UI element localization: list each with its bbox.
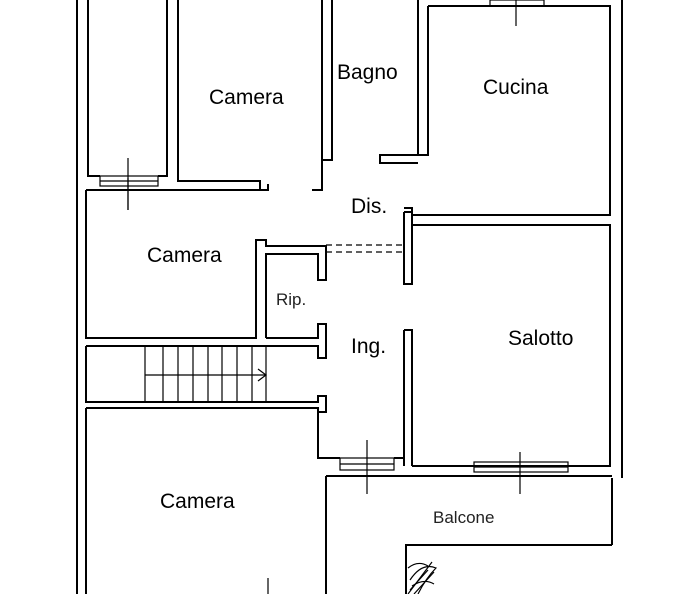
wall-top-left-room xyxy=(87,0,168,210)
balcone-area xyxy=(405,544,612,594)
wall-ripostiglio xyxy=(86,323,327,359)
label-balcone: Balcone xyxy=(433,508,494,527)
label-camera-middle: Camera xyxy=(147,244,222,267)
label-bagno: Bagno xyxy=(337,61,398,84)
wall-camera-middle xyxy=(85,178,327,339)
wall-camera-top xyxy=(177,0,323,191)
label-disimpegno: Dis. xyxy=(351,195,387,218)
wall-cucina xyxy=(404,0,611,216)
wall-disimpegno xyxy=(326,211,413,285)
label-salotto: Salotto xyxy=(508,327,573,350)
label-camera-bottom: Camera xyxy=(160,490,235,513)
plant-symbol xyxy=(407,561,438,594)
wall-ingresso xyxy=(326,440,612,494)
wall-camera-bottom xyxy=(85,408,327,594)
wall-salotto xyxy=(403,224,611,494)
label-cucina: Cucina xyxy=(483,76,549,99)
label-camera-top: Camera xyxy=(209,86,284,109)
wall-bagno xyxy=(322,0,419,164)
label-ripostiglio: Rip. xyxy=(276,290,306,309)
outer-walls xyxy=(76,0,623,594)
label-ingresso: Ing. xyxy=(351,335,386,358)
staircase xyxy=(85,346,327,413)
